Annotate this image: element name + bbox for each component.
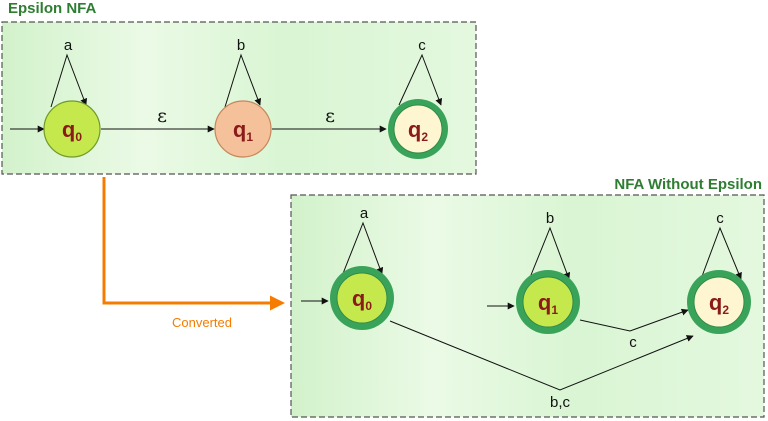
nfa-state-q0: q0 (330, 266, 394, 330)
eps-state-q0-label: q0 (62, 117, 82, 144)
nfa-transition-q0-q2 (389, 320, 694, 391)
eps-self-loop-q1-label: b (237, 37, 245, 54)
eps-state-q2-label: q2 (408, 117, 428, 144)
nfa-transition-q1-q2-label: c (629, 334, 637, 351)
nfa-transition-q1-q2 (579, 308, 689, 332)
nfa-self-loop-q1 (528, 226, 571, 281)
eps-state-q1-label: q1 (233, 117, 253, 144)
nfa-self-loop-q2-label: c (716, 210, 724, 227)
eps-state-q2: q2 (388, 99, 448, 159)
nfa-state-q2-label: q2 (709, 290, 729, 317)
nfa-state-q1-label: q1 (538, 290, 558, 317)
eps-state-q1: q1 (214, 100, 272, 158)
nfa-state-q1: q1 (516, 270, 580, 334)
nfa-state-q2: q2 (687, 270, 751, 334)
nfa-panel: NFA Without Epsilon a b c c b,c q0 q1 (290, 176, 765, 418)
eps-self-loop-q0-label: a (64, 37, 73, 54)
nfa-self-loop-q0 (341, 221, 384, 277)
epsilon-nfa-title: Epsilon NFA (8, 0, 97, 17)
nfa-state-q0-label: q0 (352, 286, 372, 313)
eps-self-loop-q0 (50, 53, 88, 108)
converted-arrow (102, 177, 285, 311)
nfa-transition-q0-q2-label: b,c (550, 394, 571, 411)
epsilon-nfa-panel: Epsilon NFA a b c ε ε q0 q1 q2 (1, 0, 477, 175)
nfa-self-loop-q1-label: b (546, 210, 554, 227)
converted-label: Converted (172, 315, 232, 330)
nfa-self-loop-q2 (700, 226, 742, 280)
nfa-title: NFA Without Epsilon (614, 176, 762, 193)
eps-self-loop-q2 (398, 53, 443, 106)
nfa-self-loop-q0-label: a (360, 205, 369, 222)
eps-transition-q1-q2-label: ε (325, 105, 335, 127)
eps-transition-q0-q1-label: ε (157, 105, 167, 127)
converted-connector: Converted (102, 177, 285, 330)
eps-state-q0: q0 (43, 100, 101, 158)
eps-self-loop-q2-label: c (418, 37, 426, 54)
eps-self-loop-q1 (224, 53, 262, 108)
